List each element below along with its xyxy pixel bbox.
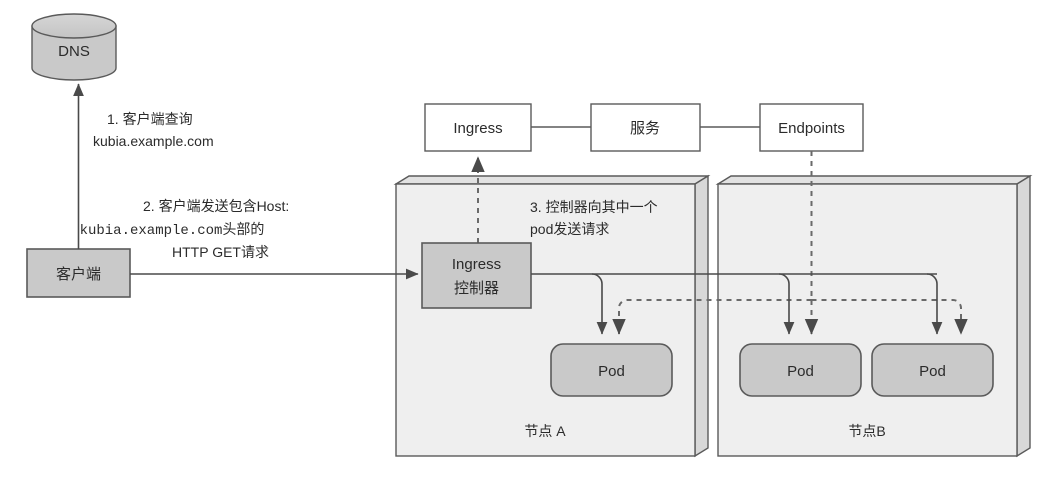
pod-b2-box <box>871 343 994 397</box>
step2-line1: 2. 客户端发送包含Host: <box>143 198 289 214</box>
node-b-container <box>715 174 1033 458</box>
dns-label: DNS <box>58 43 90 60</box>
step3-annotation: 3. 控制器向其中一个 pod发送请求 <box>530 199 658 237</box>
pod-b2-label: Pod <box>919 363 946 380</box>
pod-b1-box <box>739 343 862 397</box>
endpoints-label: Endpoints <box>778 120 845 137</box>
node-a-side-bevel <box>694 174 709 458</box>
ingress-label: Ingress <box>453 120 502 137</box>
ingress-controller-box <box>421 242 532 309</box>
edge-controller-to-pod-a1 <box>591 273 608 335</box>
service-node[interactable]: 服务 <box>590 103 701 152</box>
client-label: 客户端 <box>56 266 101 283</box>
step3-line1: 3. 控制器向其中一个 <box>530 199 658 215</box>
ingress-controller-label-line2: 控制器 <box>454 280 499 297</box>
node-b-body <box>717 183 1018 457</box>
node-b-label: 节点B <box>848 423 885 439</box>
step1-annotation: 1. 客户端查询 kubia.example.com <box>93 111 214 149</box>
step3-line2: pod发送请求 <box>530 221 609 237</box>
edge-controller-to-pod-b1 <box>778 273 795 335</box>
ingress-box <box>424 103 532 152</box>
node-a-top-bevel <box>393 175 711 185</box>
pod-a1-label: Pod <box>598 363 625 380</box>
client-box <box>26 248 131 298</box>
service-label: 服务 <box>630 120 660 137</box>
ingress-controller-label-line1: Ingress <box>452 256 501 273</box>
node-a-container <box>393 174 711 458</box>
client-node[interactable]: 客户端 <box>26 248 131 298</box>
step2-line3: HTTP GET请求 <box>172 244 269 260</box>
node-b-top-bevel <box>715 175 1033 185</box>
step2-annotation: 2. 客户端发送包含Host: kubia.example.com头部的 HTT… <box>80 198 290 260</box>
dns-cylinder-top <box>31 13 117 39</box>
step1-line2: kubia.example.com <box>93 133 214 149</box>
node-a-body <box>395 183 696 457</box>
dns-cylinder-body <box>31 25 117 81</box>
ingress-controller-node[interactable]: Ingress 控制器 <box>421 242 532 309</box>
edge-endpoints-to-pod-b2 <box>811 299 968 335</box>
node-b-side-bevel <box>1016 174 1031 458</box>
step1-line1: 1. 客户端查询 <box>107 111 193 127</box>
pod-a1-box <box>550 343 673 397</box>
pod-b2-node[interactable]: Pod <box>871 343 994 397</box>
service-box <box>590 103 701 152</box>
node-a-label: 节点 A <box>524 423 566 439</box>
step2-line2: kubia.example.com头部的 <box>80 222 265 239</box>
edge-controller-to-pod-b2 <box>926 273 943 335</box>
pod-b1-label: Pod <box>787 363 814 380</box>
ingress-node[interactable]: Ingress <box>424 103 532 152</box>
pod-a1-node[interactable]: Pod <box>550 343 673 397</box>
pod-b1-node[interactable]: Pod <box>739 343 862 397</box>
dns-node[interactable]: DNS <box>31 13 117 81</box>
edge-endpoints-to-pod-a1 <box>612 299 812 335</box>
endpoints-node[interactable]: Endpoints <box>759 103 864 152</box>
